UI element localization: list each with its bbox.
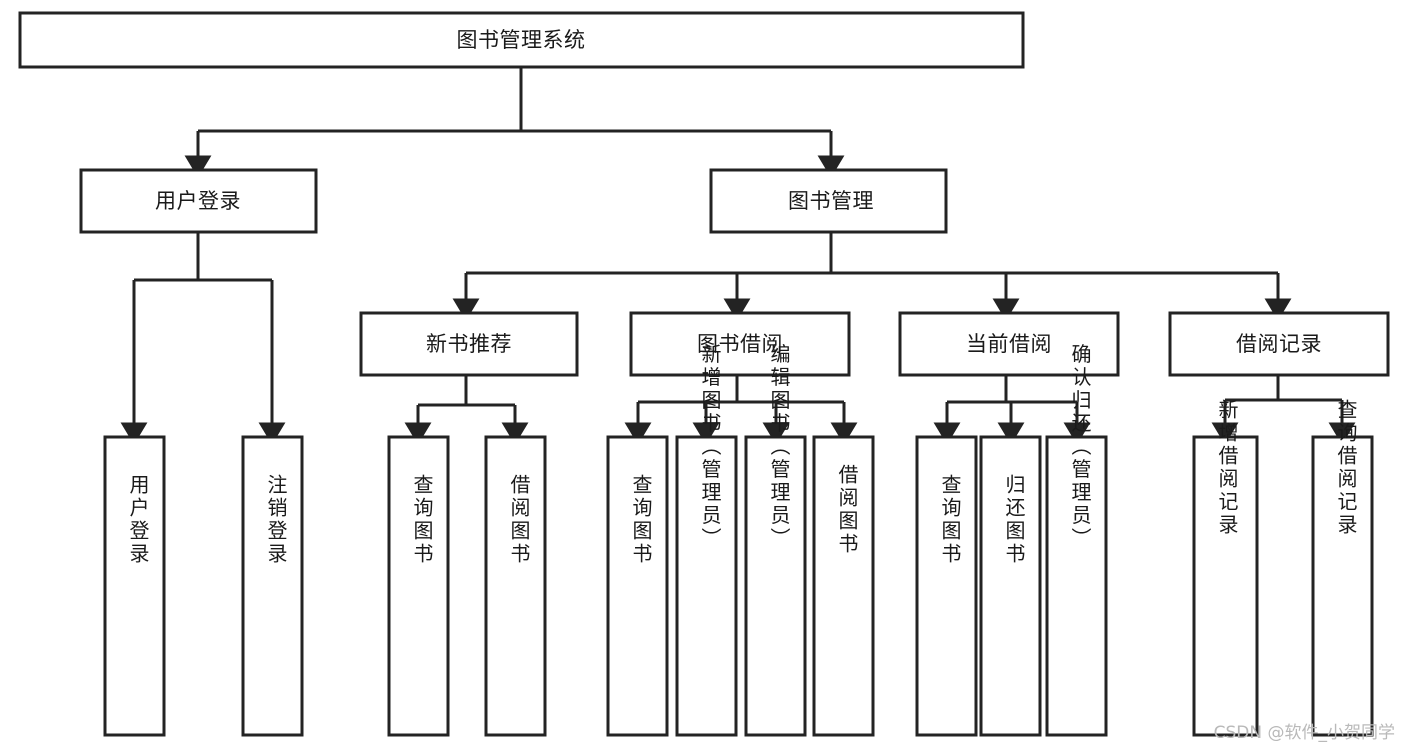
leaf-borrow-record-1-label: 新增借阅记录 xyxy=(1215,399,1239,537)
node-book-borrow-box xyxy=(629,311,851,377)
node-book-borrow-label: 图书借阅 xyxy=(697,332,783,356)
node-root-book-management-system[interactable]: 图书管理系统 xyxy=(18,11,1025,69)
node-current-borrow[interactable]: 当前借阅 xyxy=(898,311,1120,377)
leaf-book-borrow-4-label: 借阅图书 xyxy=(835,464,859,556)
leaf-book-borrow-4[interactable]: 借阅图书 xyxy=(812,435,875,737)
node-book-management-label: 图书管理 xyxy=(788,189,874,213)
leaf-book-borrow-3[interactable]: 编辑图书（管理员） xyxy=(744,343,807,737)
leaf-new-book-2[interactable]: 借阅图书 xyxy=(484,435,547,737)
leaf-current-borrow-3[interactable]: 确认归还（管理员） xyxy=(1045,343,1108,737)
leaf-borrow-record-2[interactable]: 查询借阅记录 xyxy=(1311,399,1374,737)
leaf-current-borrow-1[interactable]: 查询图书 xyxy=(915,435,978,737)
leaf-new-book-1-box xyxy=(387,435,450,737)
node-book-management-box xyxy=(709,168,948,234)
leaf-book-borrow-1[interactable]: 查询图书 xyxy=(606,435,669,737)
node-root-label: 图书管理系统 xyxy=(457,28,586,52)
leaf-current-borrow-2-box xyxy=(979,435,1042,737)
node-user-login-label: 用户登录 xyxy=(155,189,241,213)
node-root-box xyxy=(18,11,1025,69)
leaf-current-borrow-1-box xyxy=(915,435,978,737)
node-borrow-record-box xyxy=(1168,311,1390,377)
csdn-watermark: CSDN @软件_小贺同学 xyxy=(1213,723,1395,743)
leaf-current-borrow-3-box xyxy=(1045,435,1108,737)
leaf-new-book-1-label: 查询图书 xyxy=(410,474,434,566)
leaf-book-borrow-3-label: 编辑图书（管理员） xyxy=(767,343,791,550)
leaf-current-borrow-1-label: 查询图书 xyxy=(938,474,962,566)
leaf-new-book-1[interactable]: 查询图书 xyxy=(387,435,450,737)
node-book-borrow[interactable]: 图书借阅 xyxy=(629,311,851,377)
node-book-management[interactable]: 图书管理 xyxy=(709,168,948,234)
leaf-book-borrow-1-label: 查询图书 xyxy=(629,474,653,566)
leaf-borrow-record-2-box xyxy=(1311,435,1374,737)
leaf-user-login-1-box xyxy=(103,435,166,737)
node-new-book-recommend[interactable]: 新书推荐 xyxy=(359,311,579,377)
leaf-user-login-2-box xyxy=(241,435,304,737)
node-current-borrow-box xyxy=(898,311,1120,377)
leaf-book-borrow-1-box xyxy=(606,435,669,737)
leaf-new-book-2-label: 借阅图书 xyxy=(507,474,531,566)
leaf-book-borrow-4-box xyxy=(812,435,875,737)
leaf-user-login-1-label: 用户登录 xyxy=(126,474,150,566)
node-borrow-record-label: 借阅记录 xyxy=(1236,332,1322,356)
node-user-login-box xyxy=(79,168,318,234)
node-new-book-recommend-box xyxy=(359,311,579,377)
leaf-current-borrow-2[interactable]: 归还图书 xyxy=(979,435,1042,737)
node-borrow-record[interactable]: 借阅记录 xyxy=(1168,311,1390,377)
leaf-user-login-1[interactable]: 用户登录 xyxy=(103,435,166,737)
leaf-new-book-2-box xyxy=(484,435,547,737)
leaf-current-borrow-2-label: 归还图书 xyxy=(1002,474,1026,566)
node-new-book-recommend-label: 新书推荐 xyxy=(426,332,512,356)
node-user-login[interactable]: 用户登录 xyxy=(79,168,318,234)
leaf-current-borrow-3-label: 确认归还（管理员） xyxy=(1068,343,1092,550)
leaf-book-borrow-2-label: 新增图书（管理员） xyxy=(698,343,722,550)
node-current-borrow-label: 当前借阅 xyxy=(966,332,1052,356)
leaf-borrow-record-1[interactable]: 新增借阅记录 xyxy=(1192,399,1259,737)
leaf-user-login-2-label: 注销登录 xyxy=(264,474,288,566)
leaf-user-login-2[interactable]: 注销登录 xyxy=(241,435,304,737)
leaf-borrow-record-2-label: 查询借阅记录 xyxy=(1334,399,1358,537)
leaf-book-borrow-2-box xyxy=(675,435,738,737)
leaf-book-borrow-3-box xyxy=(744,435,807,737)
leaf-book-borrow-2[interactable]: 新增图书（管理员） xyxy=(675,343,738,737)
connector-layer xyxy=(120,67,1356,445)
leaf-borrow-record-1-box xyxy=(1192,435,1259,737)
